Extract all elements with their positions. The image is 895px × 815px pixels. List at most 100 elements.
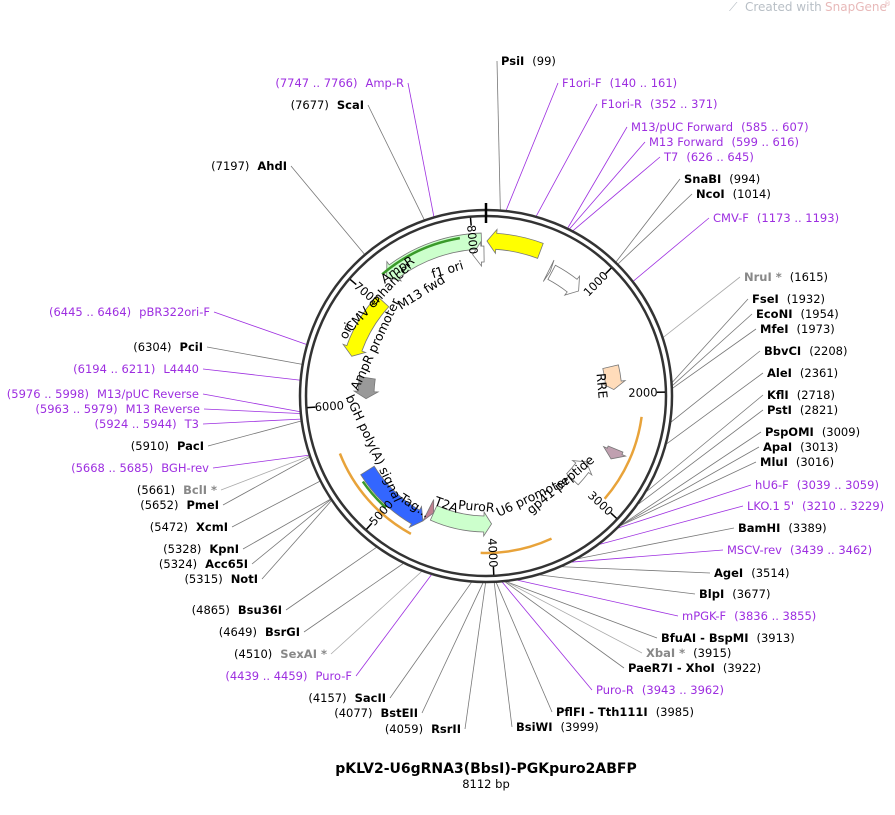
site-leader-line: [502, 582, 593, 691]
site-label: (4439 .. 4459)Puro-F: [225, 669, 352, 683]
site-position: (1954): [800, 307, 838, 321]
feature-arrow-tagbfp: [360, 465, 424, 529]
site-leader-line: [389, 582, 472, 699]
site-leader-line: [663, 276, 741, 338]
site-name: ScaI: [337, 98, 364, 112]
site-label: mPGK-F(3836 .. 3855): [682, 609, 816, 623]
feature-arrow-cmv-enhancer: [547, 264, 580, 296]
site-name: BlpI: [699, 587, 724, 601]
site-leader-line: [620, 461, 757, 526]
site-position: (3943 .. 3962): [642, 683, 724, 697]
site-position: (626 .. 645): [686, 150, 754, 164]
site-leader-line: [367, 104, 425, 220]
site-leader-line: [672, 298, 749, 383]
site-leader-line: [599, 505, 744, 545]
site-position: (3039 .. 3059): [797, 478, 879, 492]
site-label: LKO.1 5'(3210 .. 3229): [747, 499, 884, 513]
site-position: (599 .. 616): [731, 135, 799, 149]
site-name: Amp-R: [365, 76, 404, 90]
site-leader-line: [621, 431, 762, 526]
site-label: M13/pUC Forward(585 .. 607): [631, 120, 809, 134]
tick-label: 6000: [314, 398, 344, 414]
site-position: (5324): [159, 557, 197, 571]
site-leader-line: [202, 368, 300, 381]
site-label: BsiWI(3999): [516, 720, 599, 734]
feature-highlight-arc: [338, 453, 412, 535]
site-position: (4059): [385, 722, 423, 736]
site-name: M13 Reverse: [126, 402, 200, 416]
site-leader-line: [562, 566, 711, 574]
site-leader-line: [620, 446, 760, 526]
site-leader-line: [615, 178, 681, 262]
feature-arrow-rre: [599, 364, 627, 391]
feature-highlight-arc: [603, 416, 643, 500]
site-position: (2821): [800, 403, 838, 417]
plasmid-backbone: [298, 203, 674, 584]
site-leader-line: [495, 582, 553, 713]
feature-highlight-arc: [361, 480, 387, 509]
site-label: (5315)NotI: [184, 572, 258, 586]
site-leader-line: [670, 350, 761, 423]
feature-arrow-f1-ori: [486, 228, 544, 259]
site-name: BstEII: [380, 706, 418, 720]
site-label: (4510)SexAI *: [234, 647, 327, 661]
site-position: (140 .. 161): [610, 76, 678, 90]
watermark-mark: ®: [884, 0, 891, 8]
site-name: PflFI - Tth111I: [556, 705, 648, 719]
site-label: (5963 .. 5979)M13 Reverse: [35, 402, 200, 416]
site-leader-line: [517, 579, 679, 617]
site-position: (5315): [184, 572, 222, 586]
site-label: (4059) RsrII: [385, 722, 461, 736]
site-label: XbaI *(3915): [646, 646, 731, 660]
site-label: M13 Forward(599 .. 616): [649, 135, 799, 149]
tick-mark: [365, 522, 373, 530]
site-label: hU6-F(3039 .. 3059): [755, 478, 879, 492]
feature-highlight-arc: [381, 236, 461, 276]
site-label: CMV-F(1173 .. 1193): [713, 211, 839, 225]
site-position: (1014): [733, 187, 771, 201]
site-label: ApaI(3013): [763, 440, 838, 454]
site-position: (3985): [656, 705, 694, 719]
site-leader-line: [666, 372, 764, 445]
site-position: (3210 .. 3229): [802, 499, 884, 513]
site-label: Puro-R (3943 .. 3962): [596, 683, 724, 697]
site-label: (6304)PciI: [133, 340, 203, 354]
site-position: (99): [532, 54, 556, 68]
site-name: NcoI: [696, 187, 725, 201]
site-name: T3: [184, 417, 199, 431]
site-label: AgeI(3514): [714, 566, 789, 580]
tick-label: 8000: [464, 224, 480, 254]
site-position: (585 .. 607): [741, 120, 809, 134]
site-position: (3677): [732, 587, 770, 601]
site-leader-line: [540, 574, 696, 595]
site-leader-line: [493, 582, 513, 728]
site-name: Puro-R: [596, 683, 634, 697]
site-leader-line: [617, 193, 693, 265]
site-leader-line: [567, 126, 628, 229]
site-label: SnaBI(994): [684, 172, 760, 186]
site-name: MluI: [760, 455, 788, 469]
site-label: (4649)BsrGI: [219, 625, 300, 639]
site-label: EcoNI(1954): [756, 307, 839, 321]
site-position: (4077): [334, 706, 372, 720]
site-position: (1173 .. 1193): [757, 211, 839, 225]
site-position: (6304): [133, 340, 171, 354]
site-position: (5668 .. 5685): [71, 461, 153, 475]
site-label: (4865)Bsu36I: [192, 603, 282, 617]
feature-arrow-bgh-poly-a-signal: [352, 376, 380, 400]
site-label: (5324)Acc65I: [159, 557, 248, 571]
site-name: FseI: [752, 292, 779, 306]
watermark-brand: SnapGene: [825, 0, 887, 14]
site-leader-line: [206, 346, 302, 365]
site-name: PmeI: [187, 498, 220, 512]
site-labels: PsiI(99)F1ori-F(140 .. 161)F1ori-R(352 .…: [7, 54, 884, 736]
site-leader-line: [421, 582, 484, 714]
site-name: RsrII: [431, 722, 461, 736]
site-label: (5661)BclI *: [137, 483, 217, 497]
site-name: Puro-F: [315, 669, 352, 683]
site-label: BlpI (3677): [699, 587, 770, 601]
site-leader-line: [242, 499, 331, 550]
feature-arrow-u6-promoter: [566, 460, 593, 486]
site-leader-line: [290, 165, 365, 255]
